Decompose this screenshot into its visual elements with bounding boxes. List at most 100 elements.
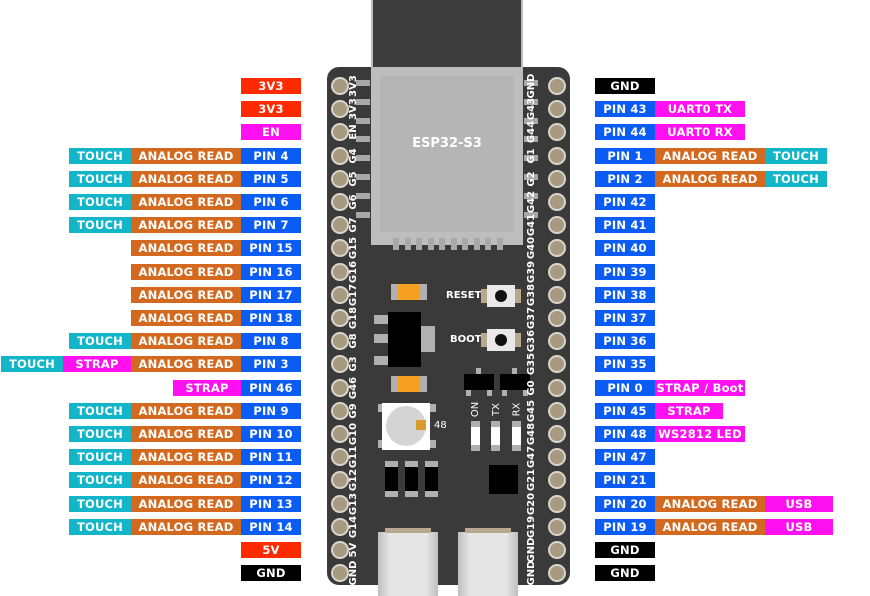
pin-label-pin: PIN 21 — [595, 472, 655, 489]
header-pin-hole[interactable] — [548, 355, 566, 374]
module-pad — [450, 238, 457, 250]
header-pin-hole[interactable] — [548, 471, 566, 490]
usb-c-port-2[interactable] — [458, 532, 518, 596]
header-pin-hole[interactable] — [548, 541, 566, 559]
header-pin-hole[interactable] — [548, 146, 566, 165]
header-pin-hole[interactable] — [331, 541, 349, 559]
header-pin-hole[interactable] — [548, 216, 566, 235]
regulator-pin — [374, 334, 388, 343]
header-pin-hole[interactable] — [548, 517, 566, 536]
transistor-pin — [512, 368, 517, 374]
header-pin-hole[interactable] — [548, 193, 566, 211]
regulator-pin — [374, 315, 388, 324]
voltage-regulator — [388, 312, 421, 367]
header-pin-hole[interactable] — [548, 123, 566, 142]
pin-label-pin: PIN 20 — [595, 495, 655, 512]
header-pin-hole[interactable] — [331, 216, 349, 235]
module-pad — [524, 136, 538, 143]
transistor-pin — [523, 390, 528, 396]
reset-button-dot — [495, 290, 507, 302]
header-pin-hole[interactable] — [548, 285, 566, 304]
pin-label-touch: TOUCH — [69, 170, 131, 187]
header-pin-hole[interactable] — [548, 332, 566, 351]
module-pad — [356, 211, 370, 218]
pin-label-pin: PIN 44 — [595, 124, 655, 141]
pin-label-touch: TOUCH — [765, 170, 827, 187]
header-pin-hole[interactable] — [548, 262, 566, 281]
header-pin-hole[interactable] — [331, 193, 349, 211]
header-pin-hole[interactable] — [331, 494, 349, 513]
header-pin-hole[interactable] — [331, 355, 349, 374]
header-pin-hole[interactable] — [548, 169, 566, 188]
pin-label-pin: PIN 8 — [241, 333, 301, 350]
capacitor-1-body — [398, 284, 420, 300]
esp32-module — [380, 76, 514, 232]
header-pin-hole[interactable] — [548, 378, 566, 397]
pin-label-analog: ANALOG READ — [655, 170, 765, 187]
pin-label-special: UART0 TX — [655, 101, 745, 118]
usb-c-port-1[interactable] — [378, 532, 438, 596]
header-pin-hole[interactable] — [331, 517, 349, 536]
header-pin-hole[interactable] — [331, 332, 349, 351]
pin-label-pin: PIN 46 — [241, 379, 301, 396]
module-pad — [404, 238, 411, 250]
pin-label-analog: ANALOG READ — [655, 518, 765, 535]
header-pin-hole[interactable] — [331, 401, 349, 420]
pin-label-pin: PIN 15 — [241, 240, 301, 257]
header-pin-hole[interactable] — [331, 564, 349, 583]
pin-label-special: STRAP / Boot — [655, 379, 745, 396]
header-pin-hole[interactable] — [331, 285, 349, 304]
resistor-2-body — [405, 467, 418, 491]
header-pin-hole[interactable] — [331, 262, 349, 281]
rgb-led-pad — [430, 404, 436, 412]
pin-label-pin: PIN 47 — [595, 449, 655, 466]
pin-label-power: 3V3 — [241, 78, 301, 94]
pin-label-touch: TOUCH — [1, 356, 63, 373]
header-pin-hole[interactable] — [331, 378, 349, 397]
module-pad — [439, 238, 445, 250]
header-pin-hole[interactable] — [331, 123, 349, 142]
header-pin-hole[interactable] — [548, 77, 566, 95]
pin-label-pin: PIN 1 — [595, 147, 655, 164]
header-pin-hole[interactable] — [548, 239, 566, 258]
header-pin-hole[interactable] — [331, 309, 349, 327]
transistor-pin — [476, 368, 481, 374]
header-pin-hole[interactable] — [331, 146, 349, 165]
pin-label-analog: ANALOG READ — [131, 170, 241, 187]
pin-label-pin: PIN 43 — [595, 101, 655, 118]
pin-label-analog: ANALOG READ — [131, 472, 241, 489]
module-pad — [393, 238, 399, 250]
usb-chip — [489, 465, 518, 494]
header-pin-hole[interactable] — [331, 239, 349, 258]
header-pin-hole[interactable] — [548, 494, 566, 513]
pin-label-analog: ANALOG READ — [131, 310, 241, 326]
module-pad — [473, 238, 480, 250]
header-pin-hole[interactable] — [331, 77, 349, 95]
module-pad — [524, 211, 538, 218]
header-pin-hole[interactable] — [548, 564, 566, 583]
resistor-1-body — [385, 467, 398, 491]
header-pin-hole[interactable] — [548, 309, 566, 327]
module-pad — [416, 238, 422, 250]
header-pin-hole[interactable] — [331, 471, 349, 490]
pin-label-analog: ANALOG READ — [131, 356, 241, 373]
pin-label-ground: GND — [595, 78, 655, 94]
header-pin-hole[interactable] — [331, 448, 349, 467]
pin-label-touch: TOUCH — [69, 217, 131, 234]
led-rx-label: RX — [511, 402, 523, 417]
pin-silkscreen-label: GND — [526, 560, 537, 586]
header-pin-hole[interactable] — [548, 100, 566, 119]
header-pin-hole[interactable] — [331, 169, 349, 188]
pin-label-pin: PIN 11 — [241, 449, 301, 466]
led-on-body — [471, 427, 480, 445]
module-pad — [356, 136, 370, 143]
pin-label-pin: PIN 39 — [595, 263, 655, 280]
header-pin-hole[interactable] — [331, 100, 349, 119]
header-pin-hole[interactable] — [548, 401, 566, 420]
rgb-led-pad — [430, 440, 436, 448]
header-pin-hole[interactable] — [548, 448, 566, 467]
header-pin-hole[interactable] — [331, 425, 349, 443]
transistor-pin — [502, 390, 507, 396]
pin-label-touch: TOUCH — [69, 333, 131, 350]
header-pin-hole[interactable] — [548, 425, 566, 443]
